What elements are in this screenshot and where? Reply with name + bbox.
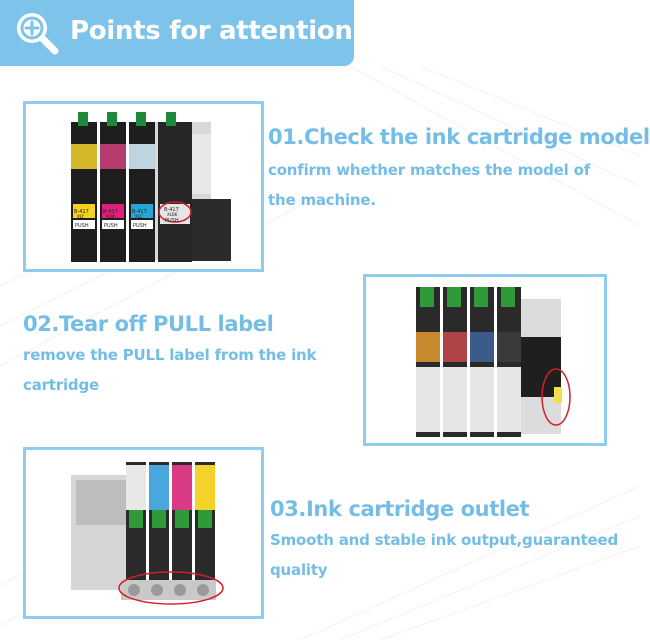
cartridge-label-1: B-417 xyxy=(74,209,89,215)
cartridge-sublabel-4: XLBK xyxy=(167,212,178,217)
step3-desc-line2: quality xyxy=(270,561,328,579)
step1-desc-line1: confirm whether matches the model of xyxy=(268,161,591,179)
push-label-1: PUSH xyxy=(75,223,89,229)
step2-description: remove the PULL label from the ink cartr… xyxy=(23,340,353,400)
step1-description: confirm whether matches the model of the… xyxy=(268,155,638,215)
step3-heading: 03.Ink cartridge outlet xyxy=(270,497,530,521)
step2-desc-line2: cartridge xyxy=(23,376,99,394)
cartridge-label-2: B-417 xyxy=(103,209,118,215)
cartridge-label-3: B-417 xyxy=(132,209,147,215)
step3-description: Smooth and stable ink output,guaranteed … xyxy=(270,525,638,585)
push-label-2: PUSH xyxy=(104,223,118,229)
step1-desc-line2: the machine. xyxy=(268,191,376,209)
step1-heading: 01.Check the ink cartridge model xyxy=(268,125,650,149)
push-label-3: PUSH xyxy=(133,223,147,229)
step2-heading: 02.Tear off PULL label xyxy=(23,312,274,336)
step1-photo-frame: B-417 B-417 B-417 B-417 XLY XLM XLC XLBK… xyxy=(23,101,264,272)
push-label-4: PUSH xyxy=(165,218,179,224)
ink-outlet-photo xyxy=(26,450,261,616)
cartridge-sublabel-2: XLM xyxy=(106,214,115,219)
pull-label-photo xyxy=(366,277,604,443)
step2-photo-frame xyxy=(363,274,607,446)
header-banner: Points for attention xyxy=(0,0,354,66)
magnifier-plus-icon xyxy=(17,13,59,55)
cartridge-label-4: B-417 xyxy=(164,207,179,213)
step3-desc-line1: Smooth and stable ink output,guaranteed xyxy=(270,531,619,549)
cartridge-sublabel-1: XLY xyxy=(77,214,84,219)
step2-desc-line1: remove the PULL label from the ink xyxy=(23,346,317,364)
step3-photo-frame xyxy=(23,447,264,619)
cartridge-sublabel-3: XLC xyxy=(135,214,143,219)
ink-cartridges-photo: B-417 B-417 B-417 B-417 XLY XLM XLC XLBK… xyxy=(26,104,261,269)
banner-title: Points for attention xyxy=(70,16,353,46)
